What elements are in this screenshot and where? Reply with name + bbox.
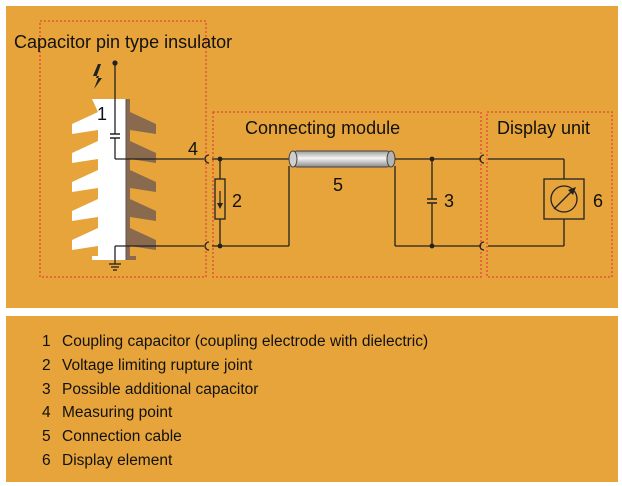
legend-text: Possible additional capacitor xyxy=(62,380,259,398)
legend-text: Measuring point xyxy=(62,404,173,422)
diagram-panel: Capacitor pin type insulator Connecting … xyxy=(6,6,618,308)
ground-icon xyxy=(109,263,121,271)
connecting-module-frame xyxy=(212,111,482,278)
label-rupture-joint: 2 xyxy=(232,191,242,211)
insulator-title: Capacitor pin type insulator xyxy=(14,32,232,52)
legend-text: Display element xyxy=(62,451,173,469)
circuit-diagram: Capacitor pin type insulator Connecting … xyxy=(14,20,613,278)
legend-number: 4 xyxy=(42,404,51,422)
label-measuring-point: 4 xyxy=(188,139,198,159)
legend-number: 1 xyxy=(42,333,51,350)
label-display-element: 6 xyxy=(593,191,603,211)
display-unit-title: Display unit xyxy=(497,118,590,138)
legend-number: 5 xyxy=(42,428,51,446)
legend-number: 3 xyxy=(42,380,51,398)
legend-item: 2 Voltage limiting rupture joint xyxy=(42,354,428,378)
connection-cable xyxy=(288,150,396,168)
legend-list: 1 Coupling capacitor (coupling electrode … xyxy=(42,330,428,473)
insulator-frame xyxy=(39,20,207,278)
additional-capacitor-symbol xyxy=(427,198,437,204)
insulator-body xyxy=(72,99,156,260)
label-additional-capacitor: 3 xyxy=(444,191,454,211)
legend-text: Coupling capacitor (coupling electrode w… xyxy=(62,333,429,350)
lightning-icon xyxy=(93,64,102,89)
legend-item: 3 Possible additional capacitor xyxy=(42,378,428,402)
legend-text: Connection cable xyxy=(62,428,182,446)
label-cable: 5 xyxy=(333,175,343,195)
label-coupling-capacitor: 1 xyxy=(97,104,107,124)
legend-item: 6 Display element xyxy=(42,449,428,473)
legend-number: 6 xyxy=(42,451,51,469)
resistor-icon xyxy=(214,178,226,220)
display-unit-frame xyxy=(486,111,613,278)
legend-text: Voltage limiting rupture joint xyxy=(62,356,253,374)
gauge-icon xyxy=(543,178,585,220)
legend-number: 2 xyxy=(42,356,51,374)
legend-item: 4 Measuring point xyxy=(42,401,428,425)
connecting-module-title: Connecting module xyxy=(245,118,400,138)
legend-item: 5 Connection cable xyxy=(42,425,428,449)
legend-item: 1 Coupling capacitor (coupling electrode … xyxy=(42,330,428,354)
legend-panel: 1 Coupling capacitor (coupling electrode … xyxy=(6,316,618,482)
